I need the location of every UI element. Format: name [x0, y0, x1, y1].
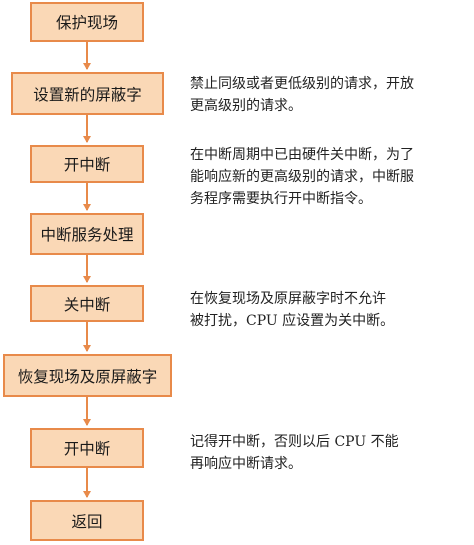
note-line: 能响应新的更高级别的请求，中断服: [190, 169, 414, 185]
note-line: 更高级别的请求。: [190, 98, 302, 114]
step-restore-context-and-mask: 恢复现场及原屏蔽字: [3, 354, 172, 397]
step-protect-context: 保护现场: [30, 2, 144, 42]
step-disable-interrupt: 关中断: [30, 285, 144, 322]
note-line: 再响应中断请求。: [190, 456, 302, 472]
note-enable-interrupt-again: 记得开中断，否则以后 CPU 不能 再响应中断请求。: [190, 431, 468, 475]
note-line: 被打扰，CPU 应设置为关中断。: [190, 313, 395, 329]
note-enable-interrupt: 在中断周期中已由硬件关中断，为了 能响应新的更高级别的请求，中断服 务程序需要执…: [190, 144, 468, 210]
note-line: 记得开中断，否则以后 CPU 不能: [190, 434, 399, 450]
step-service-routine: 中断服务处理: [30, 213, 144, 255]
note-line: 在恢复现场及原屏蔽字时不允许: [190, 291, 386, 307]
step-set-new-mask: 设置新的屏蔽字: [11, 72, 164, 115]
note-line: 在中断周期中已由硬件关中断，为了: [190, 147, 414, 163]
step-enable-interrupt: 开中断: [30, 145, 144, 183]
step-return: 返回: [30, 500, 144, 541]
note-line: 务程序需要执行开中断指令。: [190, 191, 372, 207]
note-line: 禁止同级或者更低级别的请求，开放: [190, 76, 414, 92]
note-disable-interrupt: 在恢复现场及原屏蔽字时不允许 被打扰，CPU 应设置为关中断。: [190, 288, 468, 332]
note-set-mask: 禁止同级或者更低级别的请求，开放 更高级别的请求。: [190, 73, 468, 117]
step-enable-interrupt-again: 开中断: [30, 428, 144, 468]
